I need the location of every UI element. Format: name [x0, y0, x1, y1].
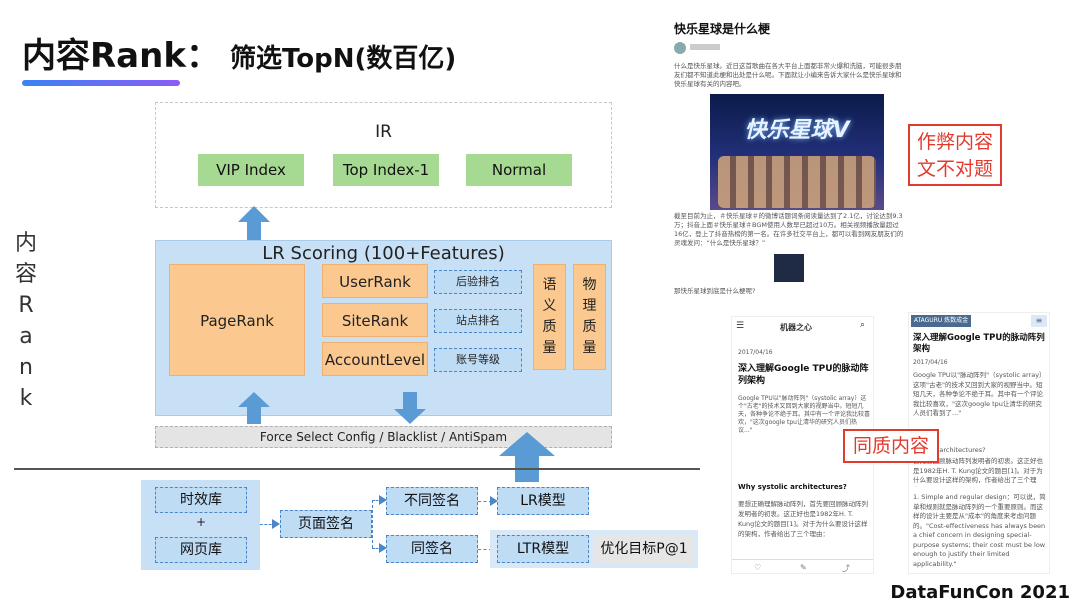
article-poster: 快乐星球V: [710, 94, 884, 210]
diff-signature-box: 不同签名: [386, 487, 478, 515]
tag-site-rank: 站点排名: [434, 309, 522, 333]
tag-account-level: 账号等级: [434, 348, 522, 372]
vertical-char: 语: [542, 277, 557, 293]
connector: [372, 548, 382, 549]
slide-title-main: 内容Rank：: [22, 36, 220, 76]
vertical-char: a: [19, 324, 33, 349]
arrowhead-icon: [379, 543, 387, 553]
like-icon[interactable]: ♡: [754, 563, 762, 572]
connector: [478, 549, 492, 550]
article-body: 截至目前为止，＃快乐星球＃的微博话题词条阅读量达到了2.1亿，讨论达到9.3万；…: [674, 212, 904, 247]
ir-label: IR: [375, 122, 392, 142]
article-body: Google TPU以"脉动阵列"（systolic array）这个"古老"的…: [738, 395, 870, 434]
article-body2: 首先要回顾脉动阵列发明者的初衷。这正好也是1982年H. T. Kung论文的题…: [913, 457, 1043, 487]
article-intro: 什么是快乐星球。近日这首歌曲在各大平台上面都非常火爆和洗脑，可能很多朋友们都不知…: [674, 62, 902, 88]
accountlevel-box: AccountLevel: [322, 342, 428, 376]
arrowhead-icon: [272, 519, 280, 529]
vertical-char: k: [19, 386, 33, 411]
connector: [372, 500, 382, 501]
poster-people: [718, 156, 876, 208]
toolbar-divider: [732, 559, 873, 560]
vertical-char: 质: [542, 319, 557, 335]
page-signature-box: 页面签名: [280, 510, 372, 538]
connector: [372, 500, 373, 548]
menu-icon[interactable]: ☰: [736, 321, 745, 331]
pagerank-box: PageRank: [169, 264, 305, 376]
article-section: Why systolic architectures?: [738, 483, 847, 491]
vertical-char: 容: [14, 262, 37, 287]
site-logo: ATAGURU 炼数成金: [911, 315, 971, 327]
title-underline: [22, 80, 180, 86]
vertical-char: 物: [582, 277, 597, 293]
physical-quality-box: 物理质量: [573, 264, 606, 370]
share-icon[interactable]: ⤴: [842, 564, 850, 573]
cheating-annotation: 作弊内容 文不对题: [908, 124, 1002, 186]
article-heading: 快乐星球是什么梗: [674, 22, 771, 36]
arrowhead-icon: [379, 495, 387, 505]
objective-box: 优化目标P@1: [594, 535, 694, 563]
article-section: systolic architectures?: [913, 446, 986, 454]
lr-scoring-label: LR Scoring (100+Features): [262, 243, 505, 264]
example-cheating-article: 快乐星球是什么梗 什么是快乐星球。近日这首歌曲在各大平台上面都非常火爆和洗脑，可…: [672, 14, 904, 304]
divider-line: [14, 468, 700, 470]
vertical-char: 义: [542, 298, 557, 314]
article-title: 深入理解Google TPU的脉动阵列架构: [738, 364, 869, 386]
arrow-up-big: [499, 432, 555, 482]
slide-title: 内容Rank： 筛选TopN(数百亿): [22, 28, 456, 77]
lr-model-box: LR模型: [497, 487, 589, 515]
ltr-model-box: LTR模型: [497, 535, 589, 563]
source-plus: +: [195, 515, 207, 529]
same-signature-box: 同签名: [386, 535, 478, 563]
menu-icon[interactable]: ≡: [1031, 315, 1047, 327]
connector: [260, 524, 276, 525]
slide-subtitle: 筛选TopN(数百亿): [229, 44, 457, 74]
vertical-char: 量: [542, 340, 557, 356]
example-tpu-article-right: ATAGURU 炼数成金 ≡ 深入理解Google TPU的脉动阵列架构 201…: [908, 312, 1050, 574]
article-footer: 那快乐星球到底是什么梗呢?: [674, 287, 756, 295]
article-meta: 2017/04/16: [913, 359, 948, 366]
comment-icon[interactable]: ✎: [800, 563, 807, 572]
index-vip: VIP Index: [198, 154, 304, 186]
arrow-up-to-ir: [238, 206, 270, 240]
index-top: Top Index-1: [333, 154, 439, 186]
vertical-char: 质: [582, 319, 597, 335]
userrank-box: UserRank: [322, 264, 428, 298]
vertical-char: 量: [582, 340, 597, 356]
poster-title: 快乐星球V: [744, 118, 850, 143]
vertical-char: n: [19, 355, 33, 380]
avatar: [674, 42, 686, 54]
site-name: 机器之心: [780, 323, 812, 332]
semantic-quality-box: 语义质量: [533, 264, 566, 370]
search-icon[interactable]: ⌕: [860, 320, 866, 330]
connector: [478, 501, 492, 502]
arrow-down-to-filter: [394, 392, 426, 424]
article-list: 1. Simple and regular design：可以说，简单和规则就是…: [913, 493, 1046, 568]
article-body: Google TPU以"脉动阵列"（systolic array）这项"古老"的…: [913, 371, 1046, 417]
arrow-up-from-filter: [238, 392, 270, 424]
index-normal: Normal: [466, 154, 572, 186]
source-web: 网页库: [155, 537, 247, 563]
arrowhead-icon: [490, 496, 498, 506]
article-title: 深入理解Google TPU的脉动阵列架构: [913, 333, 1045, 354]
article-thumb: [774, 254, 804, 282]
vertical-char: 理: [582, 298, 597, 314]
author-placeholder: [690, 44, 720, 50]
tag-posterior-rank: 后验排名: [434, 270, 522, 294]
source-timely: 时效库: [155, 487, 247, 513]
vertical-char: 内: [14, 231, 37, 256]
article-body2: 要想正确理解脉动阵列，首先要回顾脉动阵列发明者的初衷。这正好也是1982年H. …: [738, 500, 868, 538]
siterank-box: SiteRank: [322, 303, 428, 337]
filter-bar: Force Select Config / Blacklist / AntiSp…: [155, 426, 612, 448]
duplicate-annotation: 同质内容: [843, 429, 939, 463]
article-meta: 2017/04/16: [738, 349, 773, 356]
event-brand: DataFunCon 2021: [890, 582, 1070, 603]
vertical-char: R: [18, 293, 34, 318]
